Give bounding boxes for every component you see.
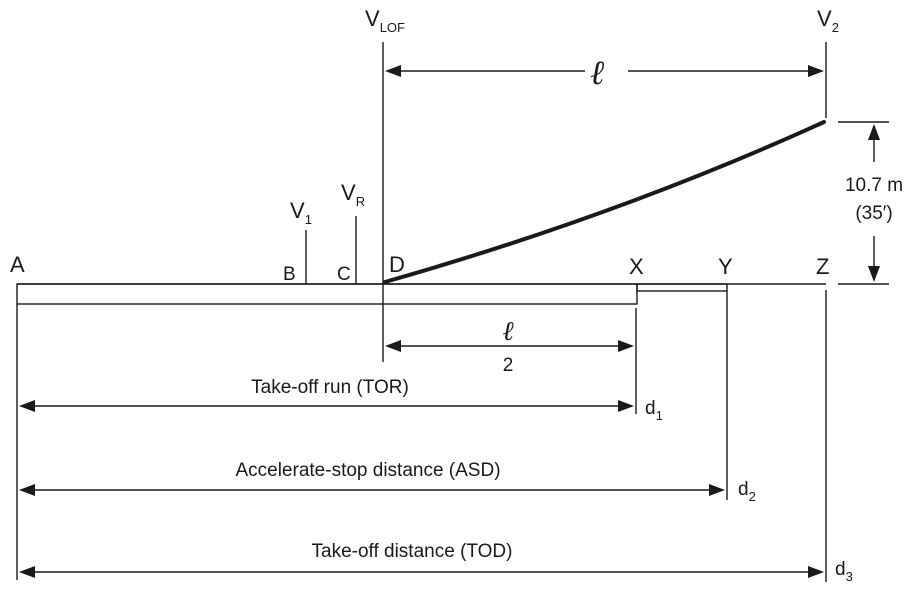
point-y-label: Y bbox=[718, 254, 733, 279]
point-d-label: D bbox=[389, 252, 405, 277]
ell-symbol: ℓ bbox=[590, 53, 604, 93]
tor-label: Take-off run (TOR) bbox=[251, 377, 409, 398]
asd-dimension: Accelerate-stop distance (ASD) d2 bbox=[19, 291, 756, 504]
half-ell-denominator: 2 bbox=[503, 355, 514, 376]
height-imperial-label: (35′) bbox=[855, 203, 892, 224]
half-ell-dimension: ℓ 2 bbox=[385, 308, 637, 414]
height-metric-label: 10.7 m bbox=[845, 175, 903, 196]
point-b-label: B bbox=[283, 264, 296, 285]
height-dimension: 10.7 m (35′) bbox=[838, 121, 903, 285]
vr-label: VR bbox=[341, 180, 365, 209]
d2-label: d2 bbox=[738, 479, 756, 504]
d3-label: d3 bbox=[835, 559, 853, 584]
half-ell-numerator: ℓ bbox=[502, 316, 514, 347]
ell-dimension: ℓ bbox=[385, 53, 824, 93]
v1-label: V1 bbox=[290, 198, 312, 227]
tod-label: Take-off distance (TOD) bbox=[312, 541, 513, 562]
point-c-label: C bbox=[337, 264, 351, 285]
asd-label: Accelerate-stop distance (ASD) bbox=[235, 460, 500, 481]
point-a-label: A bbox=[10, 252, 25, 277]
d1-label: d1 bbox=[645, 398, 663, 423]
vlof-label: VLOF bbox=[365, 6, 405, 35]
climb-path-curve bbox=[383, 120, 826, 284]
runway bbox=[16, 283, 826, 305]
v2-label: V2 bbox=[817, 6, 839, 35]
point-z-label: Z bbox=[816, 254, 829, 279]
tod-dimension: Take-off distance (TOD) d3 bbox=[19, 290, 853, 584]
stopway bbox=[636, 283, 728, 292]
point-x-label: X bbox=[629, 254, 644, 279]
runway-strip bbox=[16, 283, 638, 305]
tor-dimension: Take-off run (TOR) d1 bbox=[19, 377, 663, 423]
